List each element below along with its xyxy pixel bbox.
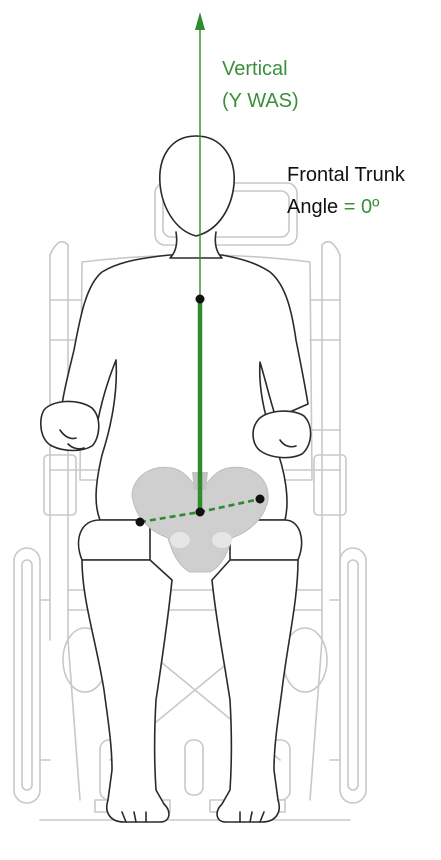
trunk-top-marker [196, 295, 205, 304]
vertical-label-line1: Vertical [222, 57, 288, 81]
left-hip-marker [136, 518, 145, 527]
angle-label-prefix: Angle [287, 196, 338, 218]
angle-value: = 0º [344, 196, 380, 218]
vertical-label-line2: (Y WAS) [222, 89, 299, 113]
arrow-up-icon [195, 12, 205, 30]
pelvis-center-marker [196, 508, 205, 517]
angle-label-line2: Angle = 0º [287, 195, 379, 219]
right-hip-marker [256, 495, 265, 504]
angle-label-line1: Frontal Trunk [287, 163, 405, 187]
